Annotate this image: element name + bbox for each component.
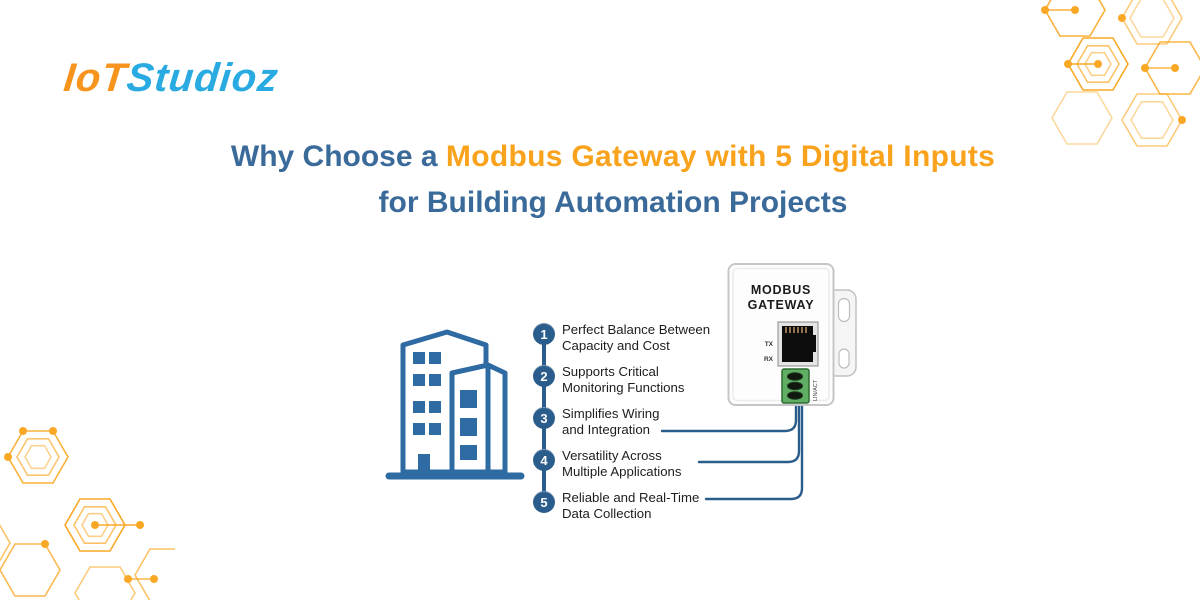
title-line-2: for Building Automation Projects bbox=[378, 186, 848, 219]
benefit-number: 4 bbox=[540, 452, 548, 468]
device-label-line1: MODBUS bbox=[751, 283, 811, 297]
device-side-label: LIN/ACT bbox=[813, 379, 819, 401]
rx-label: RX bbox=[764, 356, 774, 363]
benefit-number-badge: 1 bbox=[533, 323, 555, 345]
logo-part-studioz: Studioz bbox=[124, 56, 281, 100]
terminal-block-icon bbox=[781, 368, 810, 404]
title-highlight: Modbus Gateway with 5 Digital Inputs bbox=[445, 140, 996, 173]
benefit-text-line2: Capacity and Cost bbox=[562, 338, 670, 353]
benefit-item: Perfect Balance Between Capacity and Cos… bbox=[562, 322, 732, 354]
benefit-text-line2: Multiple Applications bbox=[562, 464, 682, 479]
building-icon bbox=[385, 329, 525, 480]
iotstudioz-logo: IoTStudioz bbox=[62, 56, 281, 101]
benefit-text-line2: and Integration bbox=[562, 422, 650, 437]
tx-label: TX bbox=[765, 341, 774, 348]
device-label-line2: GATEWAY bbox=[748, 298, 815, 312]
benefit-text-line1: Simplifies Wiring bbox=[562, 406, 660, 421]
benefit-item: Simplifies Wiring and Integration bbox=[562, 406, 732, 438]
benefit-text-line2: Monitoring Functions bbox=[562, 380, 685, 395]
modbus-gateway-device: MODBUS GATEWAY TX RX LIN/ACT bbox=[727, 263, 857, 406]
benefit-number-badge: 2 bbox=[533, 365, 555, 387]
logo-part-iot: IoT bbox=[61, 56, 130, 100]
benefit-number: 1 bbox=[540, 326, 548, 342]
benefit-text-line1: Perfect Balance Between bbox=[562, 322, 711, 337]
benefit-text-line1: Supports Critical bbox=[562, 364, 659, 379]
hexagon-decoration-top-right bbox=[1041, 0, 1200, 147]
benefit-number-badge: 3 bbox=[533, 407, 555, 429]
benefit-number-badge: 4 bbox=[533, 449, 555, 471]
rj45-port-icon bbox=[777, 321, 819, 367]
benefit-item: Reliable and Real-Time Data Collection bbox=[562, 490, 732, 522]
page-title: Why Choose a Modbus Gateway with 5 Digit… bbox=[0, 134, 1200, 226]
benefit-number: 5 bbox=[540, 494, 548, 510]
benefit-number: 3 bbox=[540, 410, 548, 426]
benefit-text-line2: Data Collection bbox=[562, 506, 652, 521]
hexagon-decoration-bottom-left bbox=[0, 427, 175, 600]
benefit-item: Versatility Across Multiple Applications bbox=[562, 448, 732, 480]
benefit-item: Supports Critical Monitoring Functions bbox=[562, 364, 732, 396]
title-line-1: Why Choose a Modbus Gateway with 5 Digit… bbox=[26, 134, 1200, 180]
title-prefix: Why Choose a bbox=[230, 140, 438, 173]
benefit-text-line1: Reliable and Real-Time bbox=[562, 490, 700, 505]
benefit-number: 2 bbox=[540, 368, 548, 384]
benefit-text-line1: Versatility Across bbox=[562, 448, 662, 463]
benefit-number-badge: 5 bbox=[533, 491, 555, 513]
